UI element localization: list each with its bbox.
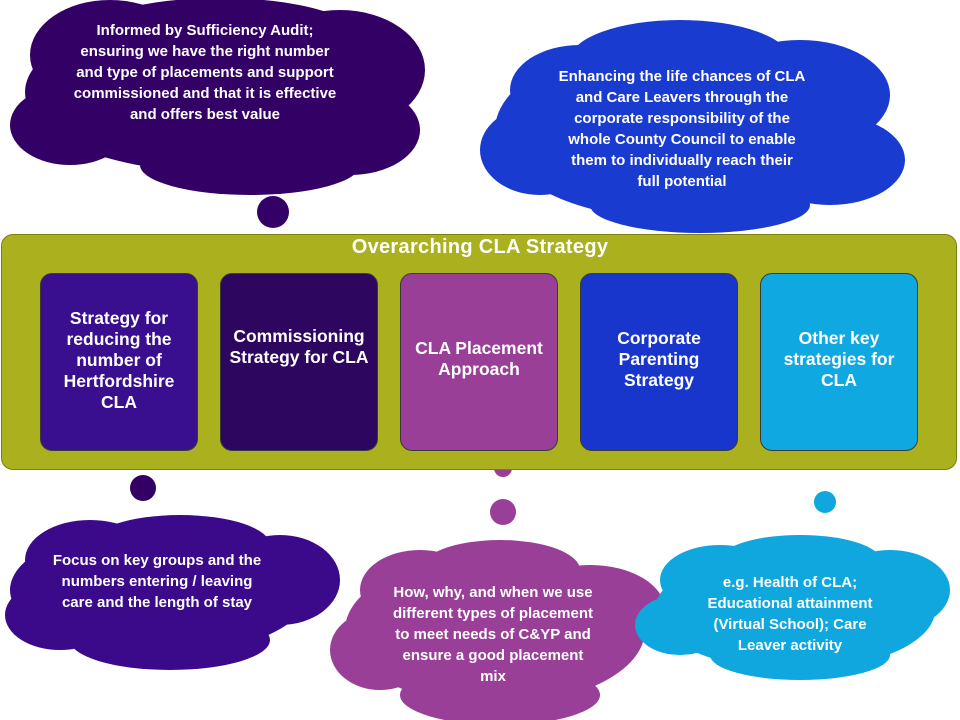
cloud-placement-shape xyxy=(330,540,665,720)
box-commissioning: Commissioning Strategy for CLA xyxy=(220,273,378,451)
box-commissioning-label: Commissioning Strategy for CLA xyxy=(229,326,369,367)
box-reducing-cla: Strategy for reducing the number of Hert… xyxy=(40,273,198,451)
box-corporate-parenting: Corporate Parenting Strategy xyxy=(580,273,738,451)
box-reducing-cla-label: Strategy for reducing the number of Hert… xyxy=(63,308,175,412)
panel-title: Overarching CLA Strategy xyxy=(351,236,609,258)
box-other-strategies-label: Other key strategies for CLA xyxy=(783,328,895,390)
cloud-sufficiency-dot xyxy=(257,196,289,228)
cloud-focus-text: Focus on key groups and the numbers ente… xyxy=(52,552,262,611)
cloud-other-shape xyxy=(635,535,950,680)
cloud-sufficiency-shape xyxy=(10,0,425,195)
box-placement-approach: CLA Placement Approach xyxy=(400,273,558,451)
cloud-placement-dot xyxy=(490,499,516,525)
cloud-life-chances-shape xyxy=(480,20,905,233)
cloud-other-text: e.g. Health of CLA; Educational attainme… xyxy=(707,574,873,654)
box-other-strategies: Other key strategies for CLA xyxy=(760,273,918,451)
cloud-life-chances-text: Enhancing the life chances of CLA and Ca… xyxy=(558,68,806,190)
cloud-focus-shape xyxy=(5,515,340,670)
box-corporate-parenting-label: Corporate Parenting Strategy xyxy=(617,328,701,390)
cloud-sufficiency-text: Informed by Sufficiency Audit; ensuring … xyxy=(73,22,337,123)
cloud-placement-text: How, why, and when we use different type… xyxy=(392,584,594,685)
cloud-other-dot xyxy=(814,491,836,513)
box-placement-approach-label: CLA Placement Approach xyxy=(415,338,543,379)
cloud-focus-dot xyxy=(130,475,156,501)
